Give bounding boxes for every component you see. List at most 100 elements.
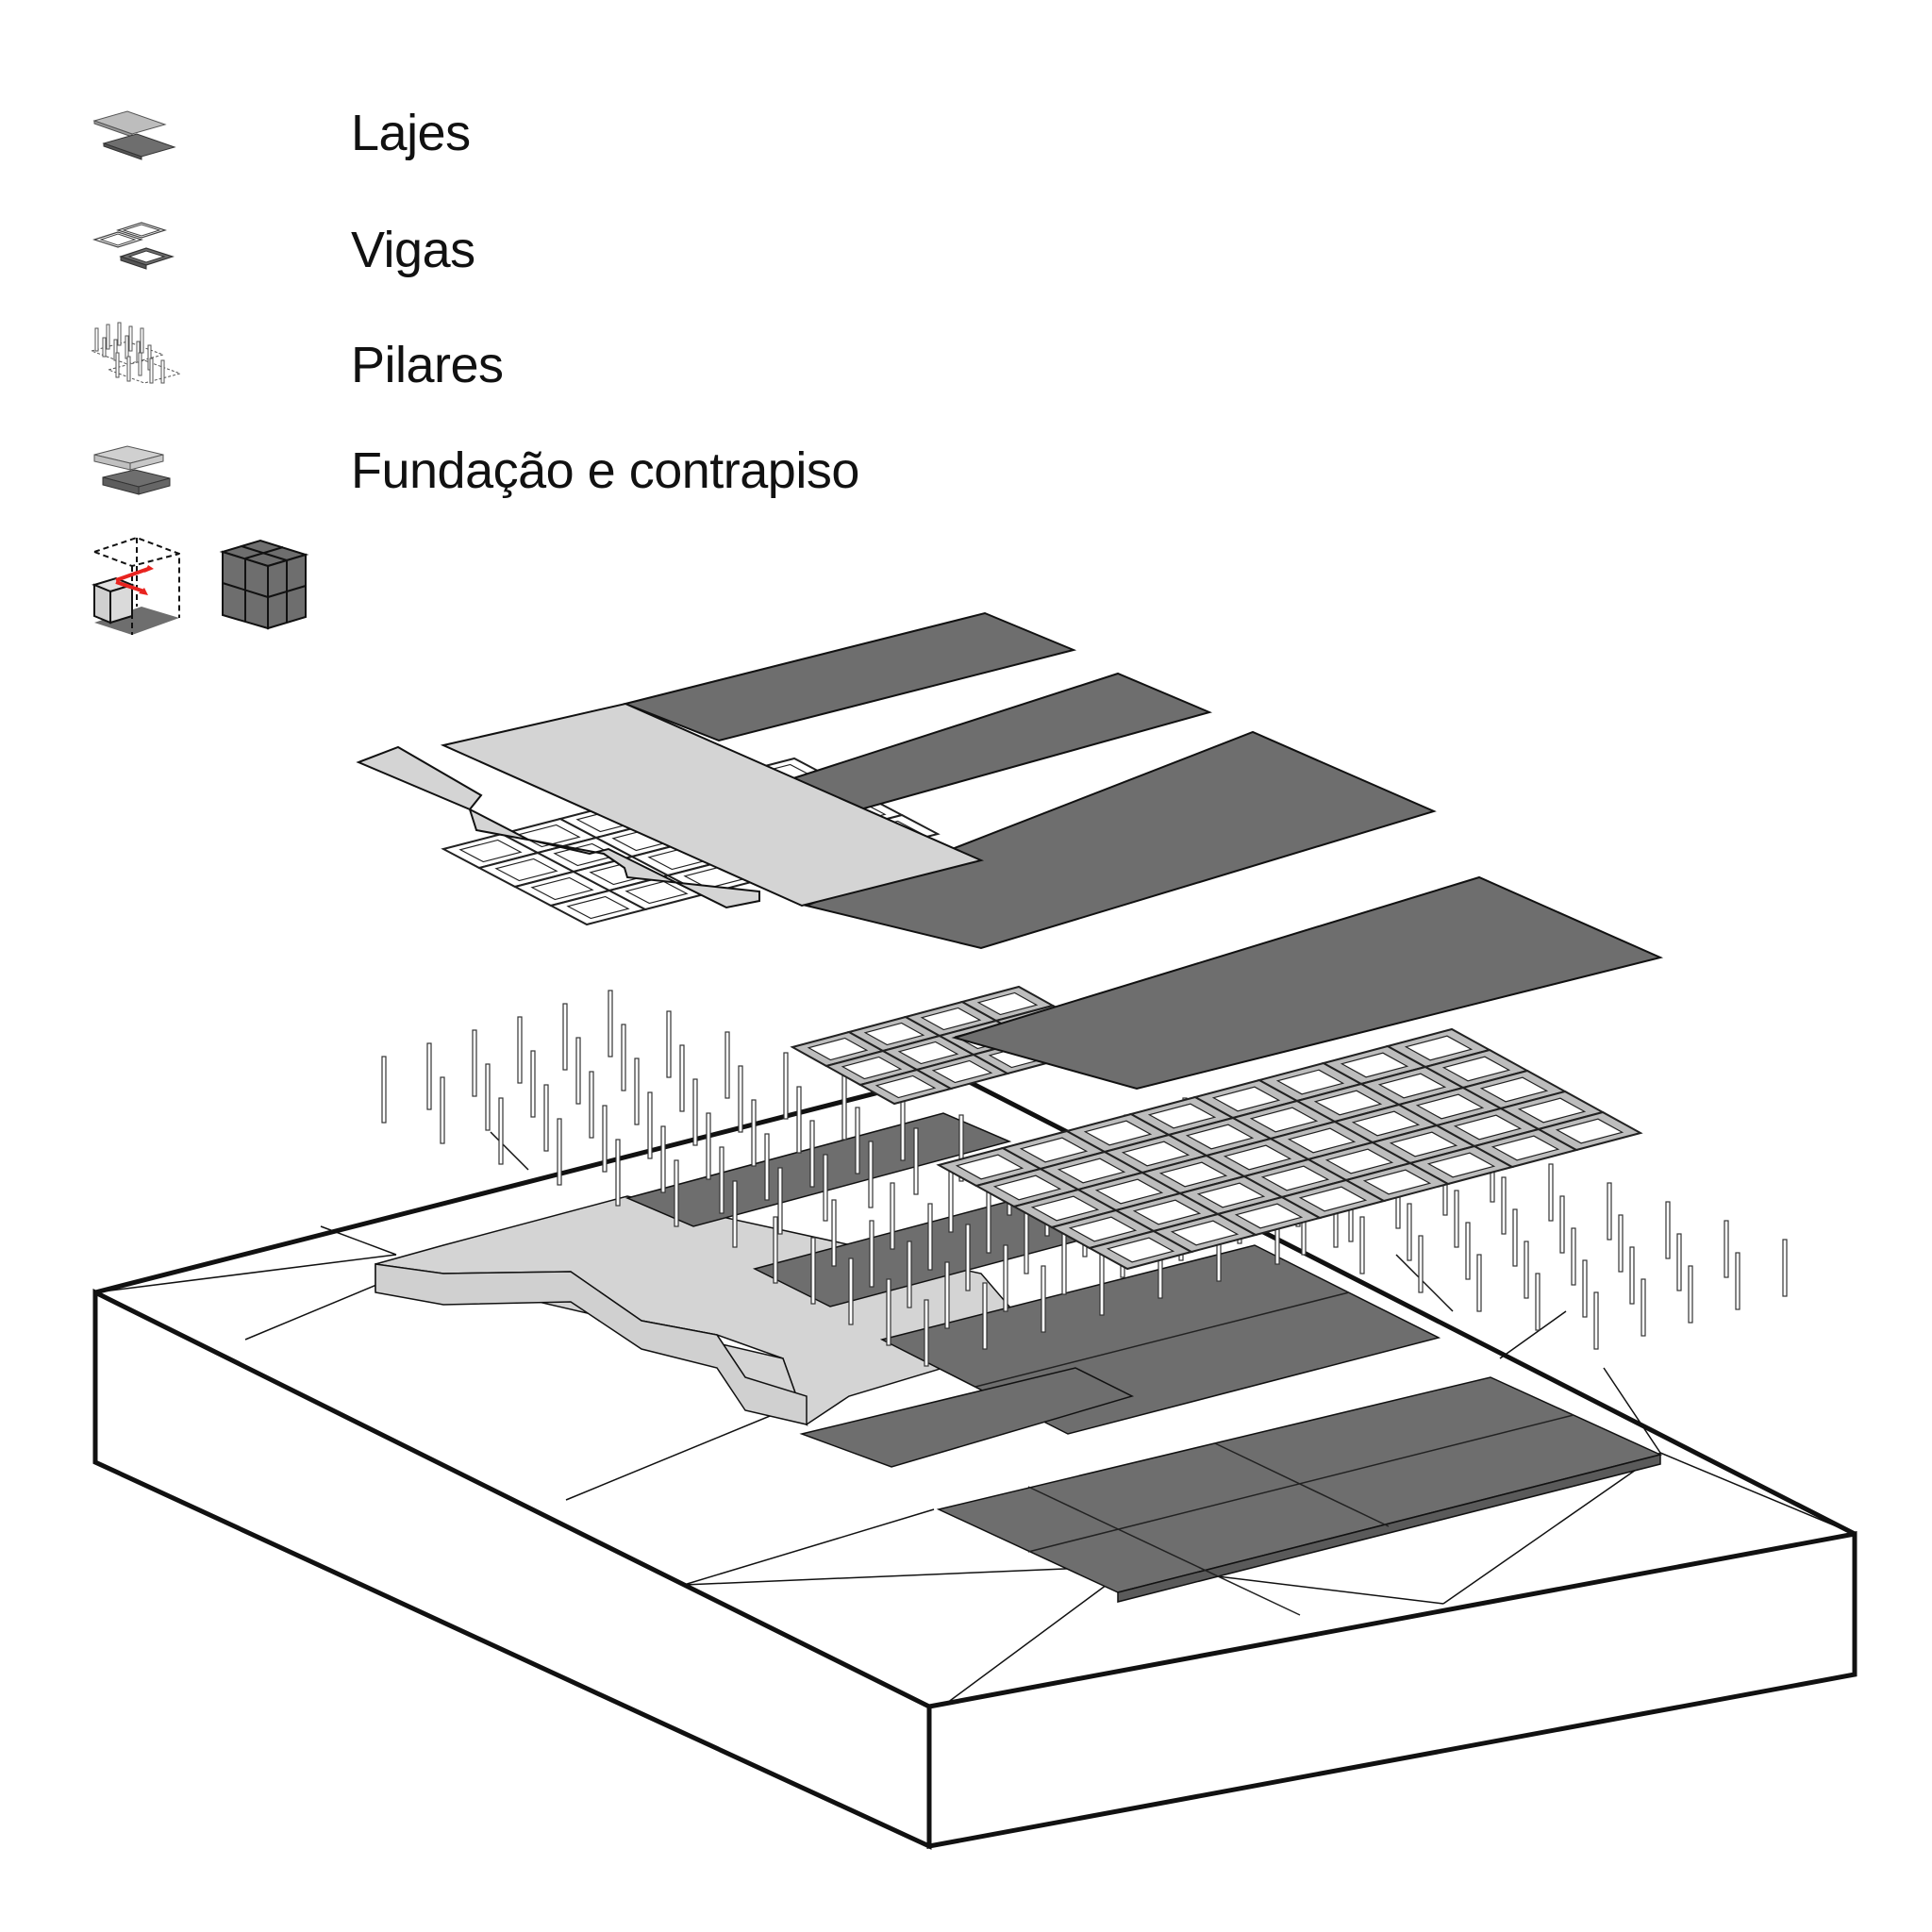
- beam-opening: [841, 1056, 903, 1080]
- column: [1501, 1176, 1507, 1235]
- column: [1571, 1227, 1576, 1286]
- column: [913, 1127, 919, 1195]
- column: [796, 1086, 802, 1154]
- column: [530, 1050, 536, 1118]
- beam-grid-right: [790, 985, 1643, 1271]
- column: [381, 1056, 387, 1124]
- column: [900, 1093, 906, 1161]
- column-grid-icon: [91, 322, 182, 384]
- column: [1024, 1207, 1029, 1274]
- column: [868, 1141, 874, 1208]
- beam-opening: [1211, 1086, 1281, 1112]
- beam-opening: [1223, 1144, 1292, 1171]
- foundation-dark-pad-4: [799, 1367, 1135, 1468]
- legend-label: Fundação e contrapiso: [351, 442, 859, 499]
- column: [982, 1282, 988, 1350]
- column: [1359, 1216, 1365, 1274]
- column: [589, 1071, 594, 1139]
- beam-opening: [625, 880, 689, 905]
- column: [1665, 1201, 1671, 1259]
- column: [660, 1125, 666, 1193]
- column: [1607, 1182, 1612, 1241]
- column: [621, 1024, 626, 1091]
- beam-opening: [1170, 1220, 1240, 1246]
- beam-opening: [1158, 1161, 1228, 1188]
- explode-view-icon[interactable]: [90, 533, 193, 637]
- column: [738, 1065, 743, 1133]
- column: [498, 1097, 504, 1165]
- column: [948, 1165, 954, 1233]
- beam-opening: [1404, 1035, 1474, 1061]
- column: [1535, 1273, 1541, 1331]
- column: [986, 1186, 991, 1254]
- column: [557, 1118, 562, 1186]
- column: [965, 1224, 971, 1291]
- beam-opening: [1234, 1203, 1304, 1229]
- column: [1559, 1195, 1565, 1254]
- column: [907, 1241, 912, 1308]
- column: [809, 1120, 815, 1188]
- beam-opening: [1517, 1097, 1587, 1124]
- beam-opening: [1324, 1148, 1394, 1174]
- foundation-block-icon: [93, 445, 171, 495]
- column: [1099, 1248, 1105, 1316]
- column: [575, 1037, 581, 1105]
- column: [1618, 1214, 1624, 1273]
- column: [1735, 1252, 1740, 1310]
- beam-opening: [1340, 1052, 1409, 1078]
- foundation-dark-pad-5-edge: [1117, 1454, 1661, 1603]
- beam-opening: [1287, 1127, 1357, 1154]
- column: [562, 1003, 568, 1071]
- column: [810, 1237, 816, 1305]
- solid-cube-icon[interactable]: [219, 538, 313, 632]
- slab-dark-right: [951, 875, 1664, 1091]
- beam-opening: [1275, 1069, 1345, 1095]
- column: [1003, 1244, 1008, 1312]
- beam-opening: [1249, 1107, 1319, 1133]
- column: [706, 1112, 711, 1180]
- beam-opening: [1260, 1165, 1330, 1191]
- column: [869, 1220, 874, 1288]
- column: [719, 1146, 724, 1214]
- column: [472, 1029, 477, 1097]
- column: [1407, 1203, 1412, 1261]
- column: [679, 1044, 685, 1112]
- column: [1676, 1233, 1682, 1291]
- column: [724, 1031, 730, 1099]
- column: [426, 1042, 432, 1110]
- column: [1641, 1278, 1646, 1337]
- beam-opening: [976, 991, 1039, 1016]
- column: [615, 1139, 621, 1207]
- column: [608, 990, 613, 1058]
- column: [764, 1133, 770, 1201]
- beam-opening: [1132, 1199, 1202, 1225]
- column: [924, 1299, 929, 1367]
- beam-opening: [897, 1041, 959, 1065]
- column: [783, 1052, 789, 1120]
- column: [1512, 1208, 1518, 1267]
- column: [823, 1154, 828, 1222]
- column: [440, 1076, 445, 1144]
- column: [732, 1180, 738, 1248]
- beam-opening: [494, 858, 558, 882]
- beam-opening: [530, 876, 594, 901]
- column: [647, 1091, 653, 1159]
- column: [1782, 1239, 1788, 1297]
- slab-dark-top: [622, 611, 1077, 742]
- column: [751, 1099, 757, 1167]
- column: [543, 1084, 549, 1152]
- beam-opening: [1121, 1141, 1191, 1167]
- beam-opening: [1196, 1182, 1266, 1208]
- terrain-right-face: [926, 1530, 1857, 1850]
- column: [831, 1199, 837, 1267]
- beam-opening: [1094, 1178, 1164, 1205]
- beam-opening: [1453, 1114, 1523, 1141]
- beam-opening: [874, 1074, 937, 1099]
- beam-opening: [458, 839, 523, 863]
- beam-opening: [1068, 1216, 1138, 1242]
- column: [1465, 1222, 1471, 1280]
- column: [927, 1203, 933, 1271]
- beam-opening: [566, 895, 630, 920]
- column: [1629, 1246, 1635, 1305]
